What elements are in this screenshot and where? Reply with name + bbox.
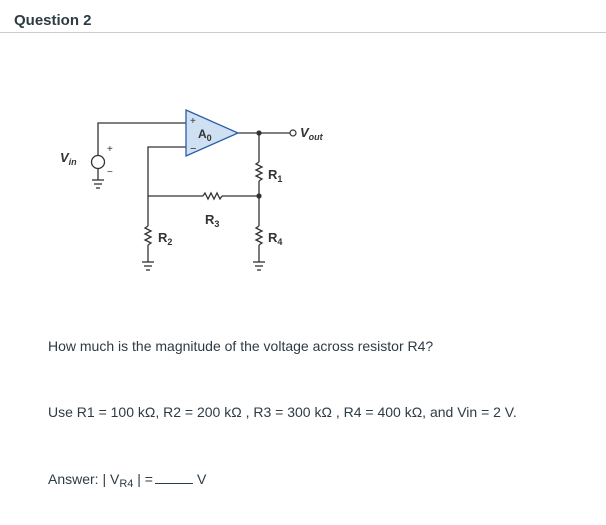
- svg-text:Vin: Vin: [60, 150, 77, 167]
- amp-minus-sign: −: [190, 143, 196, 155]
- answer-prefix: Answer: | V: [48, 471, 120, 487]
- vin-source: [90, 154, 106, 170]
- ground-symbols: [92, 179, 265, 271]
- source-minus-sign: −: [107, 167, 113, 178]
- node-mid: [256, 193, 262, 199]
- r3-resistor: [202, 191, 223, 201]
- answer-line: Answer: | VR4 | = V: [48, 471, 207, 490]
- r2-resistor: [143, 225, 153, 246]
- title-divider: [0, 32, 606, 33]
- vout-label: V: [300, 125, 310, 140]
- svg-text:Vout: Vout: [300, 125, 324, 142]
- question-prompt: How much is the magnitude of the voltage…: [48, 338, 434, 354]
- node-out: [256, 130, 262, 136]
- ground-r4: [253, 261, 265, 271]
- wire-vin-to-plus: [97, 122, 186, 156]
- svg-text:R2: R2: [158, 230, 172, 247]
- answer-suffix: | =: [133, 471, 153, 487]
- answer-subscript: R4: [119, 478, 134, 490]
- svg-text:R1: R1: [268, 167, 282, 184]
- question-title: Question 2: [14, 12, 92, 29]
- amp-label-sub: 0: [207, 133, 212, 143]
- r3-label: R: [205, 212, 215, 227]
- vin-label: V: [60, 150, 70, 165]
- r2-label-sub: 2: [167, 237, 172, 247]
- svg-text:R3: R3: [205, 212, 219, 229]
- amp-plus-sign: +: [190, 116, 196, 127]
- ground-vin: [92, 179, 104, 189]
- vout-label-sub: out: [309, 132, 324, 142]
- svg-text:A0: A0: [198, 127, 212, 143]
- answer-unit: V: [196, 471, 207, 487]
- svg-text:R4: R4: [268, 230, 282, 247]
- r2-label: R: [158, 230, 168, 245]
- r4-resistor: [254, 225, 264, 246]
- r3-label-sub: 3: [214, 219, 219, 229]
- r1-label-sub: 1: [277, 174, 282, 184]
- vin-label-sub: in: [69, 157, 78, 167]
- amp-label: A: [198, 127, 207, 141]
- r1-label: R: [268, 167, 278, 182]
- r4-label: R: [268, 230, 278, 245]
- vout-terminal: [289, 129, 297, 137]
- answer-blank[interactable]: [154, 471, 193, 484]
- source-plus-sign: +: [107, 144, 113, 155]
- wire-minus-loop: [147, 146, 203, 197]
- ground-r2: [142, 261, 154, 271]
- circuit-diagram: + − + − A0 Vin Vout R1 R2 R3 R4: [60, 109, 324, 271]
- given-values: Use R1 = 100 kΩ, R2 = 200 kΩ , R3 = 300 …: [48, 404, 517, 420]
- r1-resistor: [254, 161, 264, 182]
- r4-label-sub: 4: [277, 237, 282, 247]
- op-amp-triangle: [185, 109, 240, 157]
